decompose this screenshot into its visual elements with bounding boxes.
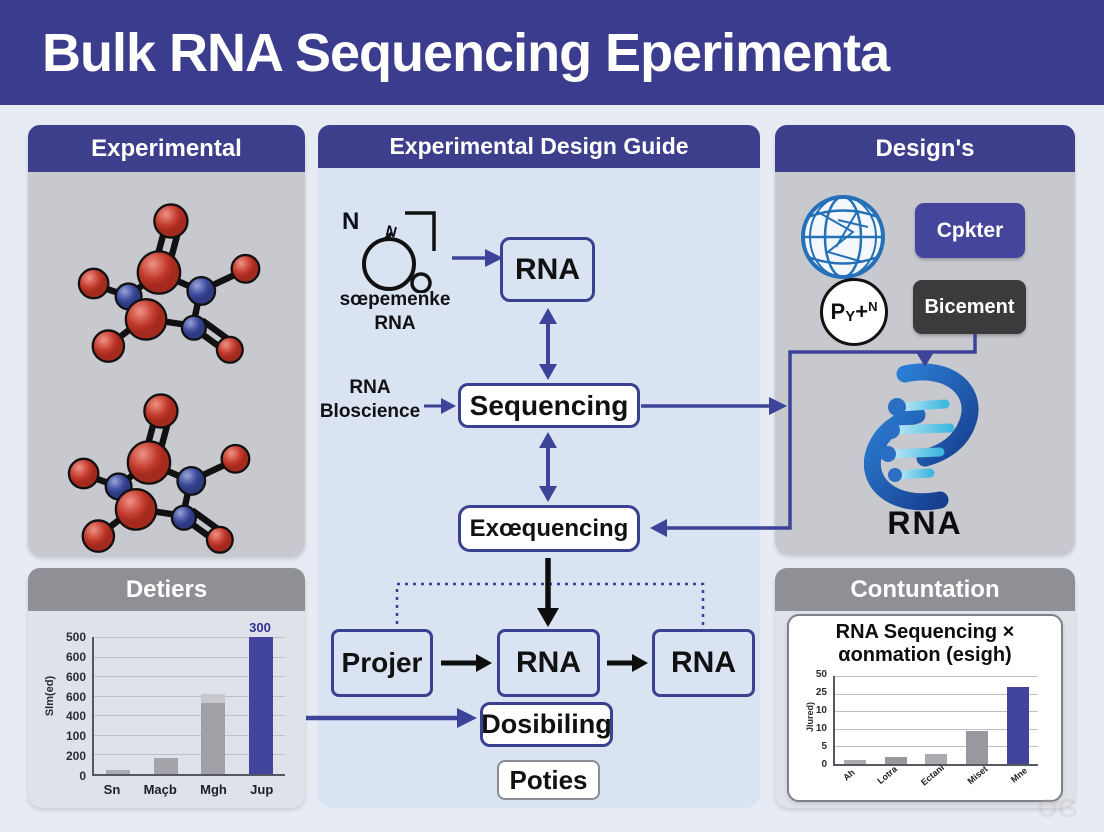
bar-group: 300 bbox=[249, 620, 274, 774]
rna-helix-label: RNA bbox=[887, 505, 963, 541]
flow-box-rna-right: RNA bbox=[652, 629, 755, 697]
gridline bbox=[94, 695, 285, 697]
watermark: OG bbox=[1037, 793, 1078, 823]
flow-box-rna-mid: RNA bbox=[497, 629, 600, 697]
bar-group bbox=[153, 637, 178, 774]
page-title: Bulk RNA Sequencing Eperimenta bbox=[42, 22, 890, 83]
x-category-label: Maçb bbox=[143, 782, 177, 797]
y-tick-label: 400 bbox=[65, 709, 86, 724]
py-p: P bbox=[830, 299, 846, 324]
bar bbox=[201, 694, 226, 774]
contuntation-chart-title: RNA Sequencing × αonmation (esigh) bbox=[787, 621, 1063, 667]
y-tick-label: 0 bbox=[79, 769, 86, 783]
y-tick-label: 25 bbox=[815, 687, 827, 698]
gridline bbox=[835, 728, 1038, 730]
detiers-xlabels: Sn Maçb Mgh Jup bbox=[92, 782, 285, 797]
y-tick-label: 0 bbox=[821, 759, 827, 770]
y-tick-label: 500 bbox=[65, 630, 86, 644]
flow-box-poties: Poties bbox=[497, 760, 600, 800]
contuntation-chart-plot bbox=[833, 676, 1038, 766]
bicement-button: Bicement bbox=[913, 280, 1026, 334]
bar bbox=[105, 769, 130, 774]
sample-circles-icon: N N bbox=[342, 208, 436, 293]
svg-text:N: N bbox=[342, 208, 359, 235]
y-tick-label: 5 bbox=[821, 741, 827, 752]
panel-designs-header: Design's bbox=[775, 125, 1075, 172]
x-category-label: Jup bbox=[250, 782, 274, 797]
bar-group bbox=[1006, 676, 1029, 764]
detiers-chart-plot: 300 bbox=[92, 620, 285, 776]
y-tick-label: 10 bbox=[815, 723, 827, 734]
dna-helix-icon bbox=[863, 363, 979, 511]
y-tick-label: 200 bbox=[65, 749, 86, 764]
sample-label-line2: RNA bbox=[374, 312, 416, 334]
molecule-icon bbox=[77, 203, 261, 364]
panel-experimental-header: Experimental bbox=[28, 125, 305, 172]
flow-box-exequencing: Exœquencing bbox=[458, 505, 640, 552]
panel-detiers-header: Detiers bbox=[28, 568, 305, 611]
title-banner: Bulk RNA Sequencing Eperimenta bbox=[0, 0, 1104, 105]
flow-box-dosibiling: Dosibiling bbox=[480, 702, 613, 747]
y-tick-label: 600 bbox=[65, 689, 86, 704]
rna-bloscience-line1: RNA bbox=[349, 377, 391, 398]
bar-group bbox=[966, 676, 989, 764]
py-sub: Y bbox=[845, 307, 856, 325]
bar bbox=[153, 757, 178, 774]
contuntation-title-line1: RNA Sequencing × bbox=[835, 621, 1015, 643]
bar bbox=[844, 759, 867, 764]
rna-bloscience-line2: Bloscience bbox=[319, 400, 421, 422]
bar bbox=[966, 730, 989, 764]
gridline bbox=[94, 754, 285, 756]
y-tick-label: 600 bbox=[65, 649, 86, 664]
bar-group bbox=[925, 676, 948, 764]
gridline bbox=[835, 746, 1038, 748]
bars: 300 bbox=[94, 620, 285, 774]
bar-cap bbox=[201, 694, 226, 703]
gridline bbox=[835, 676, 1038, 677]
panel-contuntation-header: Contuntation bbox=[775, 568, 1075, 611]
gridline bbox=[835, 693, 1038, 695]
bar: 300 bbox=[249, 620, 274, 774]
bars bbox=[835, 676, 1038, 764]
bar bbox=[925, 754, 948, 764]
gridline bbox=[94, 637, 285, 638]
bar-group bbox=[884, 676, 907, 764]
contuntation-title-line2: αonmation (esigh) bbox=[838, 644, 1012, 666]
flow-box-sequencing: Sequencing bbox=[458, 383, 640, 428]
gridline bbox=[94, 676, 285, 678]
cpkter-button: Cpkter bbox=[915, 203, 1025, 258]
y-tick-label: 100 bbox=[65, 729, 86, 744]
bar bbox=[1006, 686, 1029, 764]
py-plus: + bbox=[855, 299, 869, 324]
bar-value-label: 300 bbox=[249, 620, 271, 635]
gridline bbox=[94, 734, 285, 736]
rna-bloscience-label: RNA Bloscience bbox=[318, 376, 422, 424]
y-tick-label: 600 bbox=[65, 669, 86, 684]
gridline bbox=[94, 715, 285, 717]
bar bbox=[884, 756, 907, 764]
globe-icon bbox=[801, 195, 885, 279]
py-sup: N bbox=[868, 298, 878, 314]
sample-label-line1: sœpemenke bbox=[339, 289, 451, 310]
gridline bbox=[835, 711, 1038, 713]
x-category-label: Sn bbox=[103, 782, 121, 797]
flow-box-projer: Projer bbox=[331, 629, 433, 697]
x-category-label: Mgh bbox=[200, 782, 227, 797]
panel-design-guide-header: Experimental Design Guide bbox=[318, 125, 760, 168]
flow-box-rna: RNA bbox=[500, 237, 595, 302]
bar-group bbox=[844, 676, 867, 764]
y-tick-label: 50 bbox=[815, 669, 827, 680]
bar-group bbox=[105, 637, 130, 774]
gridline bbox=[94, 656, 285, 658]
sample-label: sœpemenke RNA bbox=[330, 288, 460, 336]
molecule-icon bbox=[67, 393, 251, 554]
bar-group bbox=[201, 637, 226, 774]
y-tick-label: 10 bbox=[815, 705, 827, 716]
